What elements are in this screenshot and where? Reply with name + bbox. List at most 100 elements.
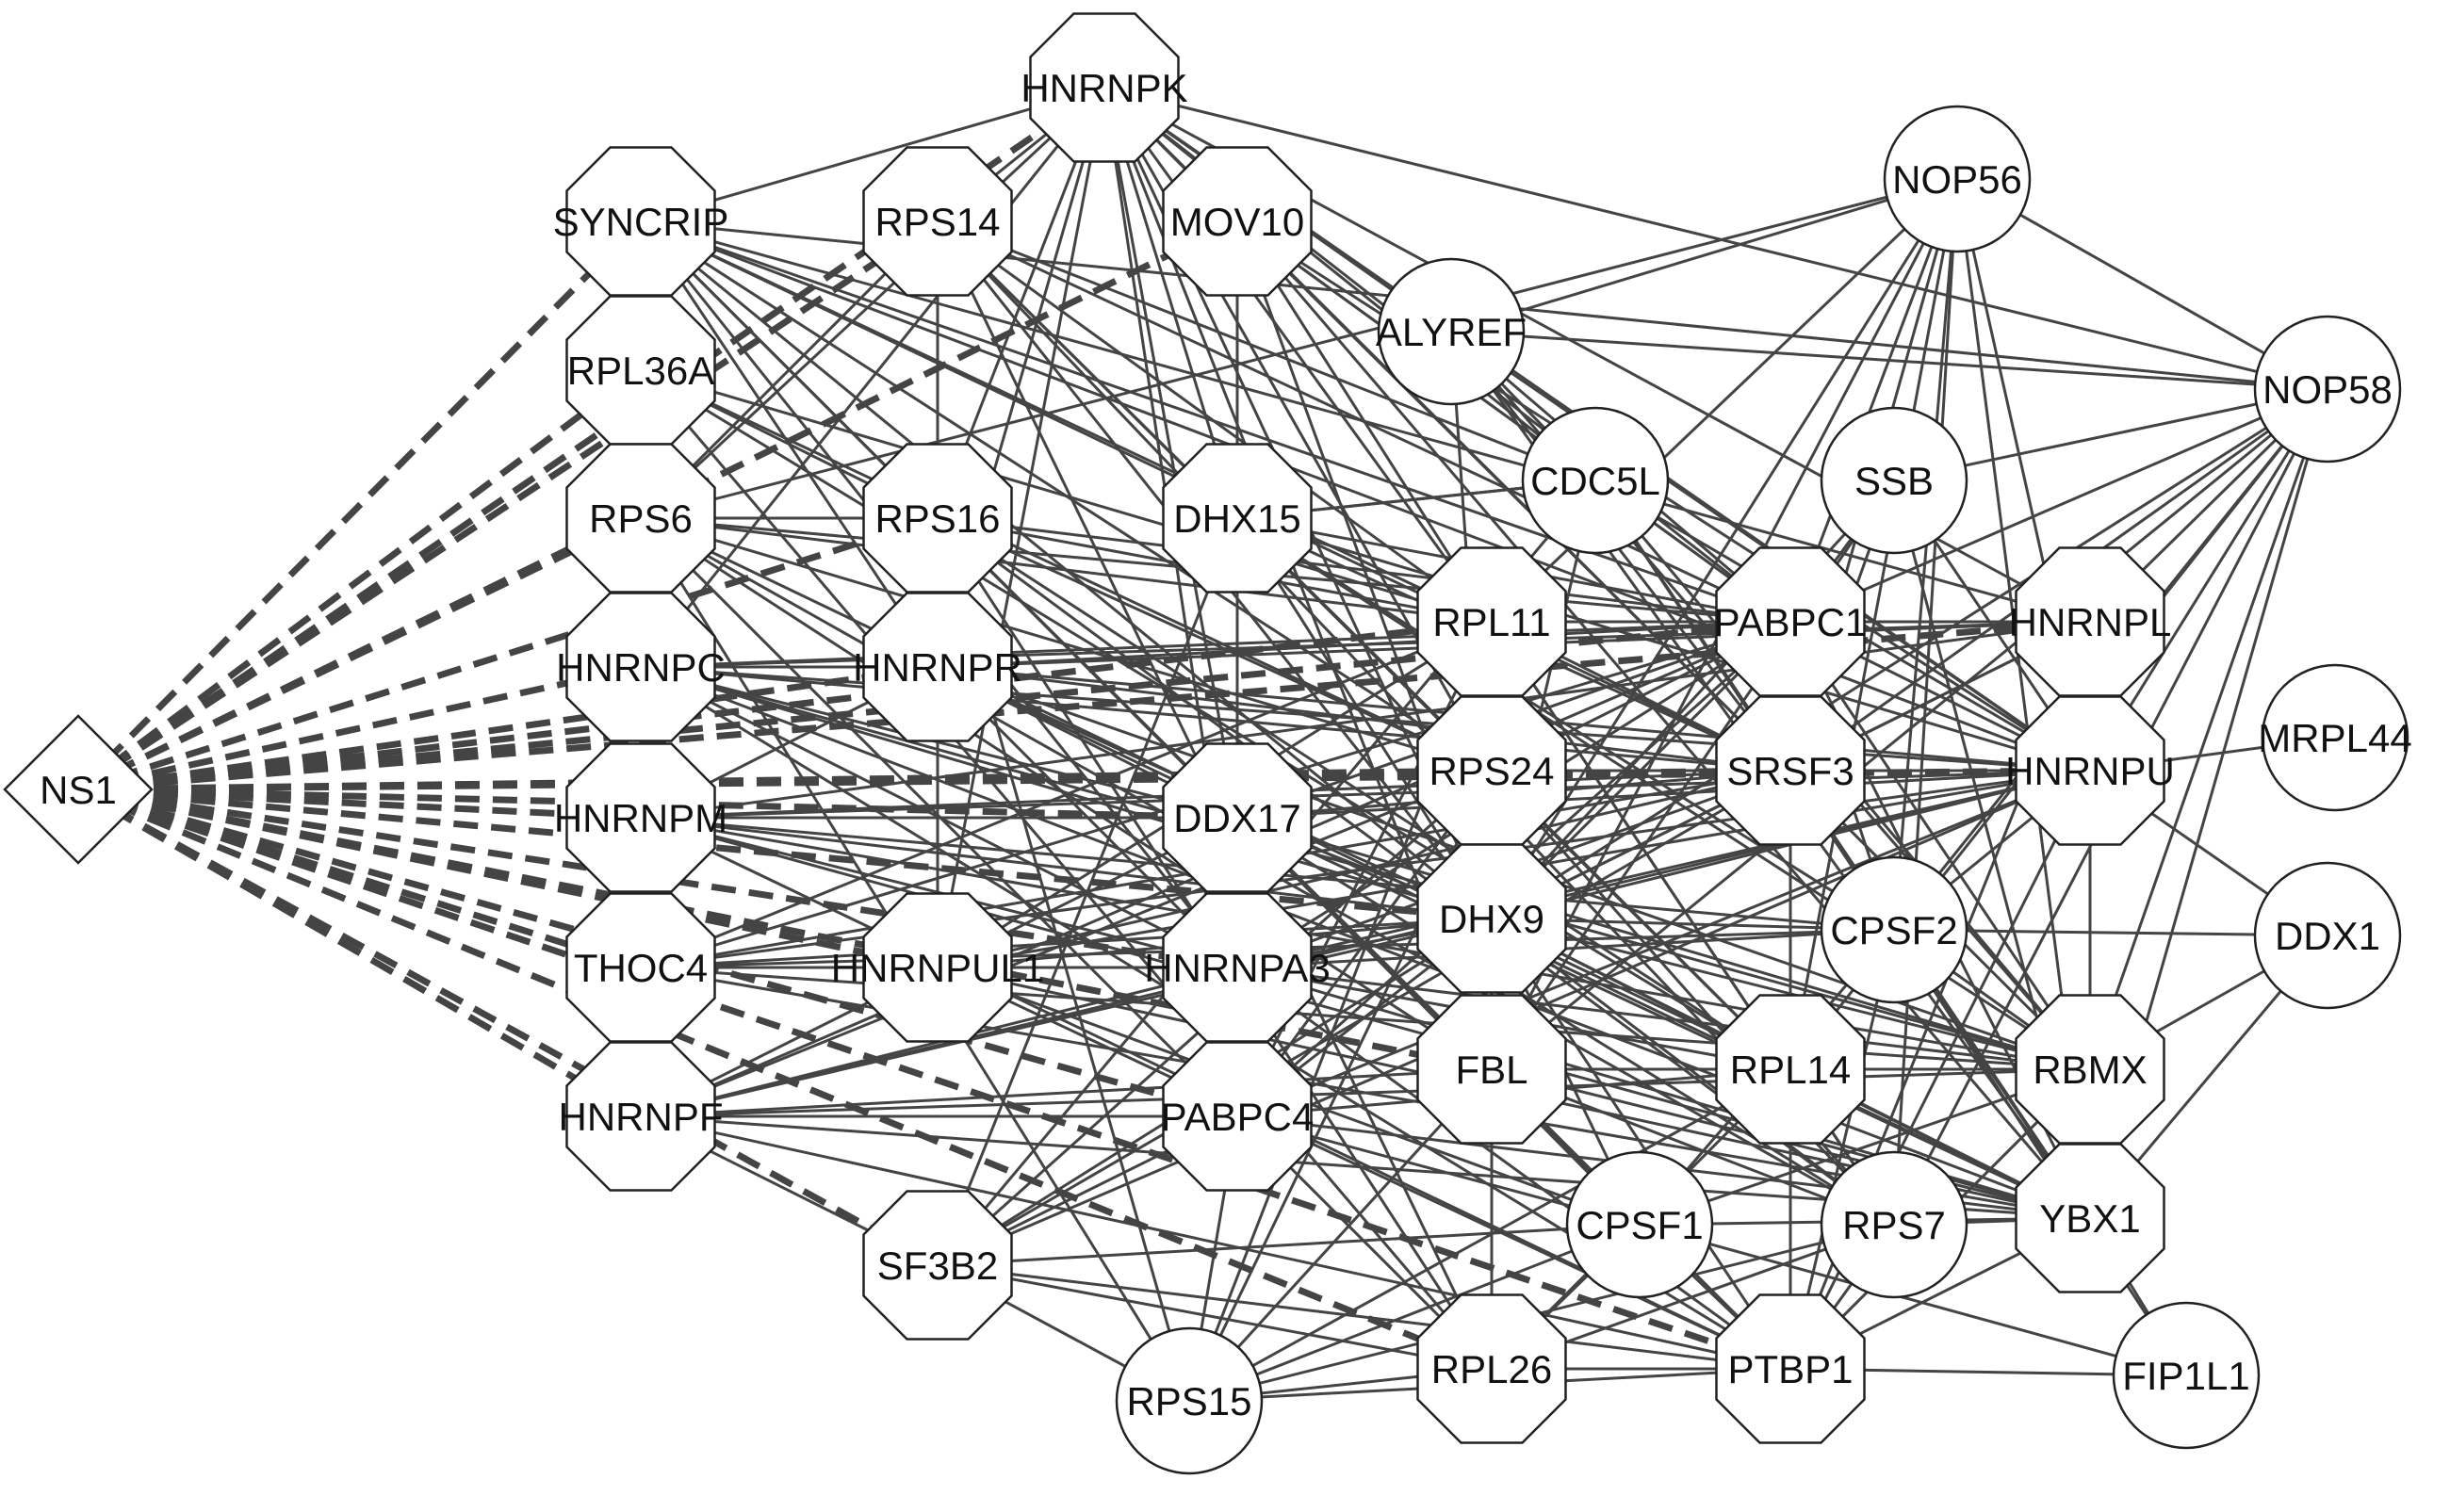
node-fbl: FBL: [1416, 994, 1567, 1145]
node-sf3b2: SF3B2: [862, 1190, 1013, 1341]
node-rbmx: RBMX: [2015, 994, 2165, 1145]
node-nop58: NOP58: [2253, 315, 2402, 463]
edge-cpsf1-fip1l1: [1639, 1223, 2187, 1377]
edge-nop58-rbmx: [2088, 388, 2329, 1070]
node-label-hnrnpf: HNRNPF: [559, 1095, 724, 1139]
node-pabpc1: PABPC1: [1714, 546, 1868, 697]
node-mov10: MOV10: [1162, 146, 1313, 297]
node-shape-octagon: [1162, 742, 1313, 893]
node-syncrip: SYNCRIP: [553, 146, 728, 297]
edge-nop56-rpl14: [1788, 178, 1959, 1070]
edge-rpl36a-rpl11: [640, 368, 1493, 624]
node-label-hnrnpk: HNRNPK: [1021, 66, 1187, 110]
node-hnrnpm: HNRNPM: [554, 742, 727, 893]
node-ssb: SSB: [1820, 406, 1968, 555]
node-label-sf3b2: SF3B2: [877, 1244, 998, 1288]
edge-hnrnpc-dhx9: [640, 665, 1493, 920]
node-shape-circle: [1565, 1150, 1714, 1299]
node-shape-circle: [1883, 105, 2032, 253]
node-shape-octagon: [1416, 843, 1567, 994]
node-shape-octagon: [2015, 1143, 2165, 1293]
node-dhx9: DHX9: [1416, 843, 1567, 994]
node-label-nop56: NOP56: [1892, 157, 2022, 202]
node-hnrnpr: HNRNPR: [853, 592, 1022, 742]
node-shape-circle: [1820, 1150, 1968, 1299]
node-label-dhx15: DHX15: [1173, 496, 1300, 541]
node-thoc4: THOC4: [565, 892, 716, 1043]
edge-nop56-dhx9: [1490, 178, 1959, 919]
node-rpl11: RPL11: [1416, 546, 1567, 697]
node-fip1l1: FIP1L1: [2112, 1301, 2261, 1450]
node-label-dhx9: DHX9: [1439, 897, 1544, 941]
node-shape-octagon: [565, 592, 716, 742]
node-cdc5l: CDC5L: [1521, 406, 1670, 555]
node-shape-circle: [2112, 1301, 2261, 1450]
node-shape-circle: [2253, 315, 2402, 463]
edge-cpsf1-rps15: [1188, 1223, 1641, 1403]
node-label-rps24: RPS24: [1429, 749, 1554, 793]
edge-cpsf2-fip1l1: [1892, 929, 2188, 1376]
node-label-hnrnpa3: HNRNPA3: [1144, 946, 1331, 990]
edge-hnrnpc-pabpc1: [640, 620, 1791, 669]
node-hnrnpa3: HNRNPA3: [1144, 892, 1331, 1043]
node-dhx15: DHX15: [1162, 443, 1313, 593]
node-label-pabpc1: PABPC1: [1714, 600, 1868, 644]
node-shape-octagon: [1029, 12, 1180, 163]
node-shape-octagon: [1715, 695, 1866, 846]
node-pabpc4: PABPC4: [1161, 1041, 1315, 1192]
node-rps24: RPS24: [1416, 695, 1567, 846]
edge-nop56-cpsf2: [1892, 178, 1959, 931]
node-label-cpsf2: CPSF2: [1830, 908, 1957, 952]
node-shape-circle: [1377, 257, 1526, 406]
node-label-ssb: SSB: [1854, 459, 1934, 503]
node-shape-octagon: [1715, 994, 1866, 1145]
edge-mov10-rpl11: [1235, 220, 1494, 623]
edge-dhx9-rbmx: [1491, 917, 2091, 1071]
node-ddx1: DDX1: [2253, 861, 2402, 1010]
node-label-rps7: RPS7: [1842, 1203, 1946, 1247]
edge-syncrip-hnrnpu: [640, 219, 2091, 772]
node-shape-octagon: [565, 742, 716, 893]
node-shape-octagon: [2015, 695, 2165, 846]
edge-nop58-pabpc1: [1789, 387, 2328, 624]
node-shape-circle: [2261, 663, 2409, 812]
node-nop56: NOP56: [1883, 105, 2032, 253]
node-shape-circle: [1820, 406, 1968, 555]
node-label-pabpc4: PABPC4: [1161, 1095, 1315, 1139]
node-rpl14: RPL14: [1715, 994, 1866, 1145]
node-label-rps14: RPS14: [874, 200, 1000, 244]
dashed-edge-ns1-pabpc4: [77, 786, 1238, 1120]
dashed-edge-ns1-rpl26: [76, 786, 1494, 1373]
dashed-edge-ns1-rpl36a: [75, 367, 644, 792]
node-shape-octagon: [862, 592, 1013, 742]
edge-alyref-nop56: [1450, 177, 1958, 333]
node-shape-octagon: [862, 1190, 1013, 1341]
node-alyref: ALYREF: [1376, 257, 1527, 406]
node-shape-circle: [1521, 406, 1670, 555]
node-label-hnrnpr: HNRNPR: [853, 645, 1022, 690]
node-label-alyref: ALYREF: [1376, 310, 1527, 354]
node-label-hnrnpm: HNRNPM: [554, 796, 727, 840]
node-shape-diamond: [3, 714, 154, 865]
node-label-cdc5l: CDC5L: [1530, 459, 1660, 503]
node-label-cpsf1: CPSF1: [1576, 1203, 1703, 1247]
node-rps16: RPS16: [862, 443, 1013, 593]
dashed-edge-ns1-rps6: [76, 514, 643, 793]
edge-pabpc4-rpl11: [1235, 621, 1494, 1117]
node-rps14: RPS14: [862, 146, 1013, 297]
node-label-ptbp1: PTBP1: [1727, 1347, 1853, 1391]
node-ybx1: YBX1: [2015, 1143, 2165, 1293]
dashed-edge-ns1-hnrnpr: [77, 663, 939, 793]
edge-sf3b2-ptbp1: [937, 1263, 1791, 1371]
edge-hnrnpf-fbl: [640, 1067, 1493, 1118]
node-label-rps15: RPS15: [1126, 1379, 1251, 1423]
node-label-rpl14: RPL14: [1730, 1048, 1851, 1092]
node-label-fip1l1: FIP1L1: [2122, 1354, 2249, 1398]
node-cpsf1: CPSF1: [1565, 1150, 1714, 1299]
edge-ssb-nop58: [1893, 387, 2328, 482]
node-ddx17: DDX17: [1162, 742, 1313, 893]
node-label-rps6: RPS6: [589, 496, 693, 541]
edge-nop58-fbl: [1491, 387, 2328, 1071]
node-shape-octagon: [565, 1041, 716, 1192]
